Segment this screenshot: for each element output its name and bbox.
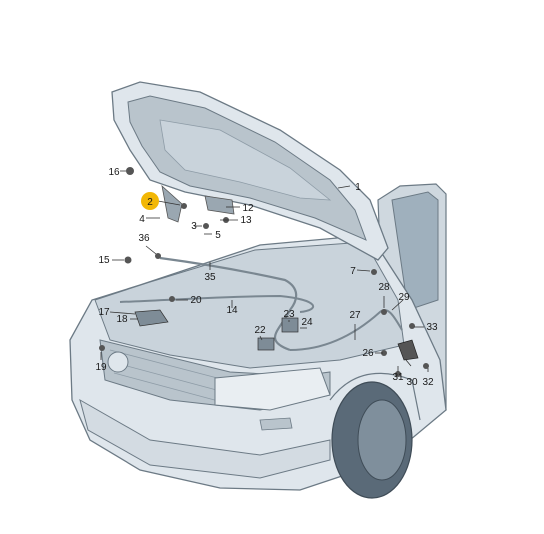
callout-5: 5 xyxy=(215,230,221,241)
part-22 xyxy=(257,337,275,351)
hood-illustration xyxy=(111,81,389,261)
callout-20: 20 xyxy=(190,295,202,306)
callout-19: 19 xyxy=(95,362,107,373)
leader-lines xyxy=(100,170,429,372)
hood-latch-bracket xyxy=(204,195,235,215)
callout-36: 36 xyxy=(138,233,150,244)
callout-30: 30 xyxy=(406,377,418,388)
callout-22: 22 xyxy=(254,325,266,336)
highlight-marker xyxy=(141,192,159,210)
callout-labels: 1 2 3 4 5 7 12 13 14 15 16 17 18 19 20 2… xyxy=(95,167,438,388)
callout-26: 26 xyxy=(362,348,374,359)
cable-routing xyxy=(119,256,419,361)
callout-16: 16 xyxy=(108,167,120,178)
part-23 xyxy=(281,317,299,333)
callout-4: 4 xyxy=(139,214,145,225)
callout-3: 3 xyxy=(191,221,197,232)
callout-27: 27 xyxy=(349,310,361,321)
part-16-bumper xyxy=(126,167,134,175)
hood-hinge xyxy=(161,184,183,223)
callout-13: 13 xyxy=(240,215,252,226)
callout-18: 18 xyxy=(116,314,128,325)
callout-2: 2 xyxy=(147,197,153,208)
release-lever xyxy=(397,339,419,361)
badge xyxy=(107,351,129,373)
callout-28: 28 xyxy=(378,282,390,293)
callout-15: 15 xyxy=(98,255,110,266)
callout-23: 23 xyxy=(283,309,295,320)
front-bumper xyxy=(79,398,331,479)
callout-35: 35 xyxy=(204,272,216,283)
latch-lock xyxy=(134,309,169,327)
wheel-rim xyxy=(357,399,407,481)
small-parts xyxy=(99,167,429,377)
callout-31: 31 xyxy=(392,372,404,383)
headlight xyxy=(214,367,331,411)
cable-to-latch xyxy=(289,309,403,351)
cable-front xyxy=(119,294,315,313)
callout-1: 1 xyxy=(355,182,361,193)
callout-17: 17 xyxy=(98,307,110,318)
callout-12: 12 xyxy=(242,203,254,214)
callout-14: 14 xyxy=(226,305,238,316)
callout-24: 24 xyxy=(301,317,313,328)
callout-29: 29 xyxy=(398,292,410,303)
wheel-arch xyxy=(329,372,421,421)
release-cable xyxy=(159,256,298,352)
callout-32: 32 xyxy=(422,377,434,388)
callout-33: 33 xyxy=(426,322,438,333)
car-illustration xyxy=(69,183,447,499)
callout-7: 7 xyxy=(350,266,356,277)
